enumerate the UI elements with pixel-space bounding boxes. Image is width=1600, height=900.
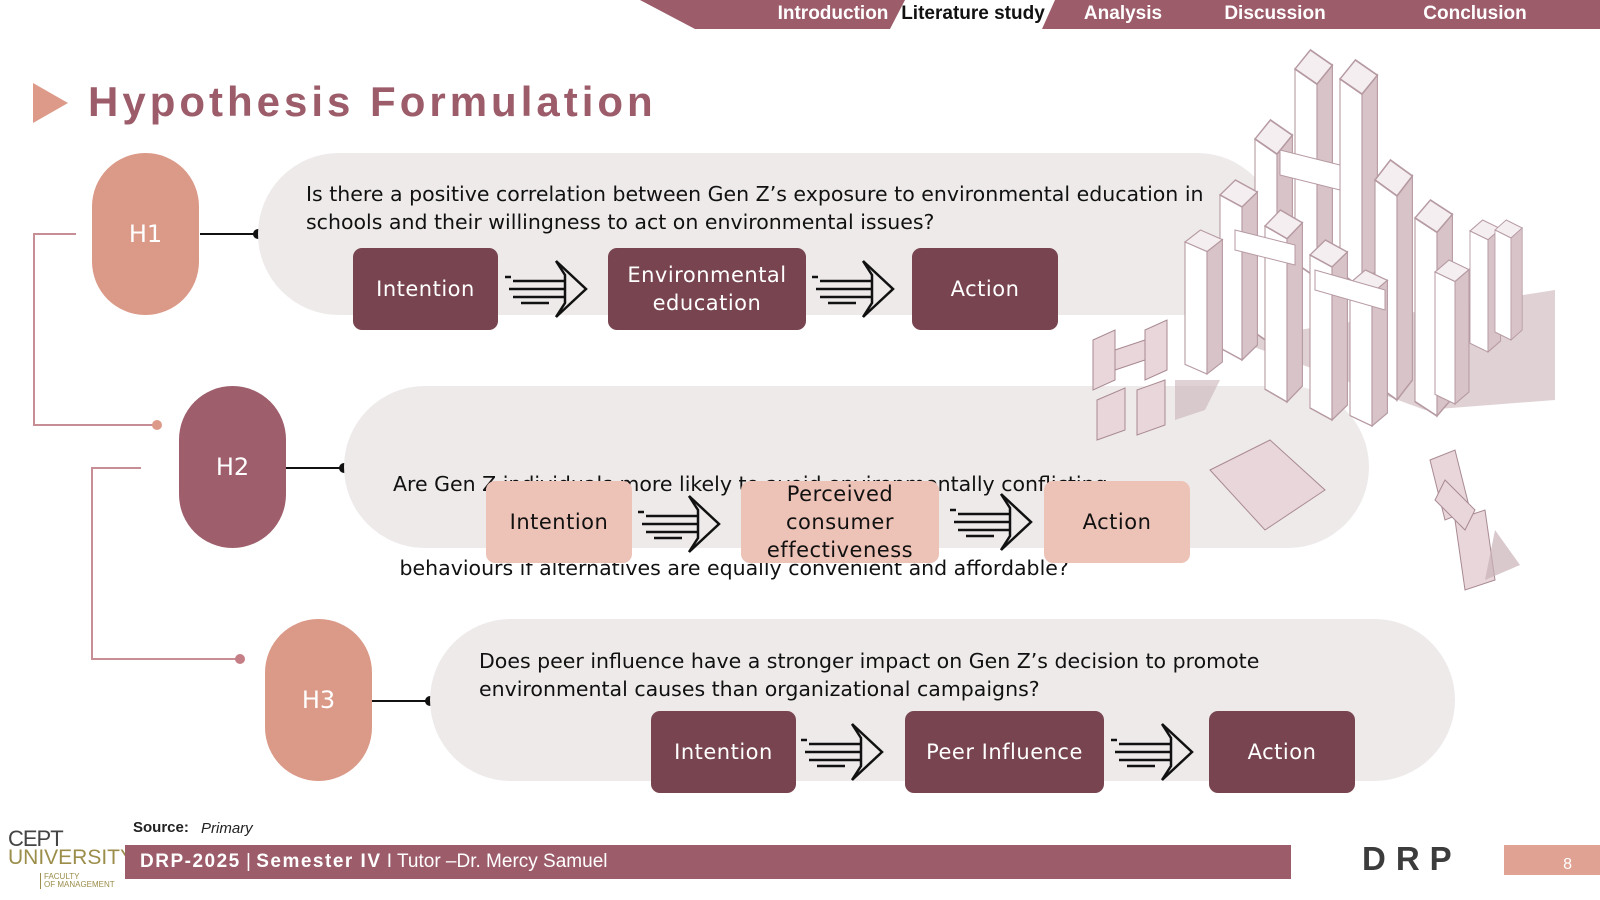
h1-step-mediator-line: Environmental [627,263,787,287]
speed-arrow-icon [812,260,895,318]
h2-step-action: Action [1044,481,1190,563]
title-triangle-icon [33,83,68,123]
source-label: Source: [133,819,189,836]
logo-line: OF MANAGEMENT [44,880,115,889]
h2-step-mediator-line: Perceived [786,482,894,506]
tab-analysis[interactable]: Analysis [1083,3,1163,24]
brand-mark: DRP [1362,840,1462,877]
h1-step-action: Action [912,248,1058,330]
h2-step-mediator-line: effectiveness [766,538,914,562]
logo-line: UNIVERSITY [8,846,135,869]
footer-course: DRP-2025 [140,851,241,872]
tab-introduction[interactable]: Introduction [777,3,889,24]
h2-step-mediator-line: consumer [786,510,894,534]
h1-question-line: schools and their willingness to act on … [306,210,935,234]
logo-line: CEPT [8,826,64,851]
top-navigation: Introduction Literature study Analysis D… [640,0,1600,29]
speed-arrow-icon [950,493,1033,551]
footer-semester: Semester IV [256,851,382,872]
h3-step-mediator: Peer Influence [905,711,1104,793]
speed-arrow-icon [801,723,884,781]
speed-arrow-icon [505,260,588,318]
h3-question: Does peer influence have a stronger impa… [479,647,1259,703]
h1-question: Is there a positive correlation between … [306,180,1204,236]
h2-badge: H2 [179,386,286,548]
logo-faculty: FACULTY OF MANAGEMENT [40,873,115,889]
h1-step-intention: Intention [353,248,498,330]
source-value: Primary [201,820,253,837]
tab-conclusion[interactable]: Conclusion [1423,3,1527,24]
h-blocks-illustration [1092,49,1555,591]
h2-step-intention: Intention [486,481,632,563]
h3-badge: H3 [265,619,372,781]
speed-arrow-icon [1111,723,1194,781]
tab-literature-study[interactable]: Literature study [901,3,1045,24]
h1-step-mediator: Environmental education [608,248,806,330]
speed-arrow-icon [638,495,721,553]
page-title: Hypothesis Formulation [88,78,657,125]
h1-badge: H1 [92,153,199,315]
nav-background [640,0,1600,29]
h1-step-mediator-line: education [652,291,762,315]
page-number: 8 [1504,845,1600,875]
tab-discussion[interactable]: Discussion [1224,3,1326,24]
footer-tutor: Tutor –Dr. Mercy Samuel [397,851,608,872]
h3-step-intention: Intention [651,711,796,793]
h3-question-line: environmental causes than organizational… [479,677,1040,701]
footer-bar: DRP-2025 | Semester IV I Tutor –Dr. Merc… [125,845,1291,879]
cept-university-logo: CEPT UNIVERSITY FACULTY OF MANAGEMENT [8,826,134,892]
h1-question-line: Is there a positive correlation between … [306,182,1204,206]
h3-question-line: Does peer influence have a stronger impa… [479,649,1260,673]
h3-step-action: Action [1209,711,1355,793]
h2-step-mediator: Perceived consumer effectiveness [741,481,939,563]
logo-line: FACULTY [44,872,80,881]
